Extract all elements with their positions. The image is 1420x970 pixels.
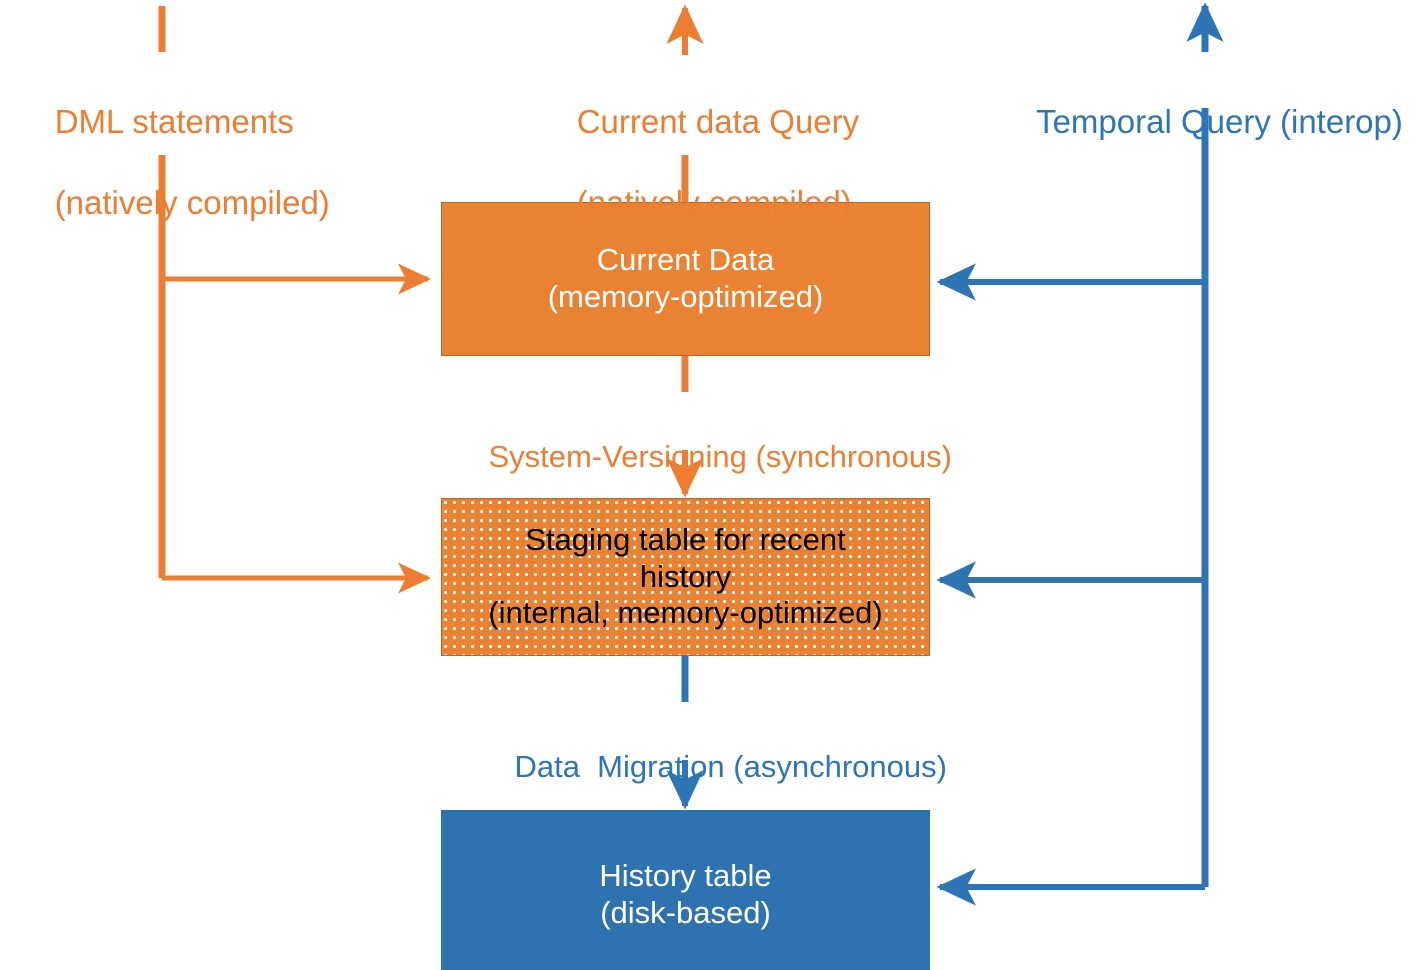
label-data-migration: Data Migration (asynchronous) <box>480 710 947 823</box>
node-history-line2: (disk-based) <box>600 895 771 930</box>
node-staging-table[interactable]: Staging table for recent history (intern… <box>441 498 930 656</box>
node-current-data-line2: (memory-optimized) <box>547 279 824 314</box>
node-current-data[interactable]: Current Data (memory-optimized) <box>441 202 930 356</box>
node-staging-line3: (internal, memory-optimized) <box>488 595 883 631</box>
node-history-table[interactable]: History table (disk-based) <box>441 810 930 970</box>
label-dml-statements: DML statements (natively compiled) <box>18 62 330 263</box>
label-current-data-query: Current data Query (natively compiled) <box>540 62 859 263</box>
label-system-versioning: System-Versioning (synchronous) <box>454 400 952 513</box>
label-current-query-line1: Current data Query <box>576 103 860 141</box>
label-dml-line1: DML statements <box>54 103 294 141</box>
label-temporal-query-line1: Temporal Query (interop) <box>1036 103 1403 141</box>
label-data-migration-line1: Data Migration (asynchronous) <box>514 748 947 784</box>
node-current-data-line1: Current Data <box>596 242 775 278</box>
node-staging-line1: Staging table for recent <box>525 522 846 558</box>
label-temporal-query: Temporal Query (interop) <box>1000 62 1403 183</box>
node-staging-line2: history <box>639 558 732 594</box>
node-history-line1: History table <box>599 858 772 894</box>
label-dml-line2: (natively compiled) <box>54 183 330 221</box>
label-current-query-line2: (natively compiled) <box>576 183 852 221</box>
label-system-versioning-line1: System-Versioning (synchronous) <box>488 438 952 474</box>
